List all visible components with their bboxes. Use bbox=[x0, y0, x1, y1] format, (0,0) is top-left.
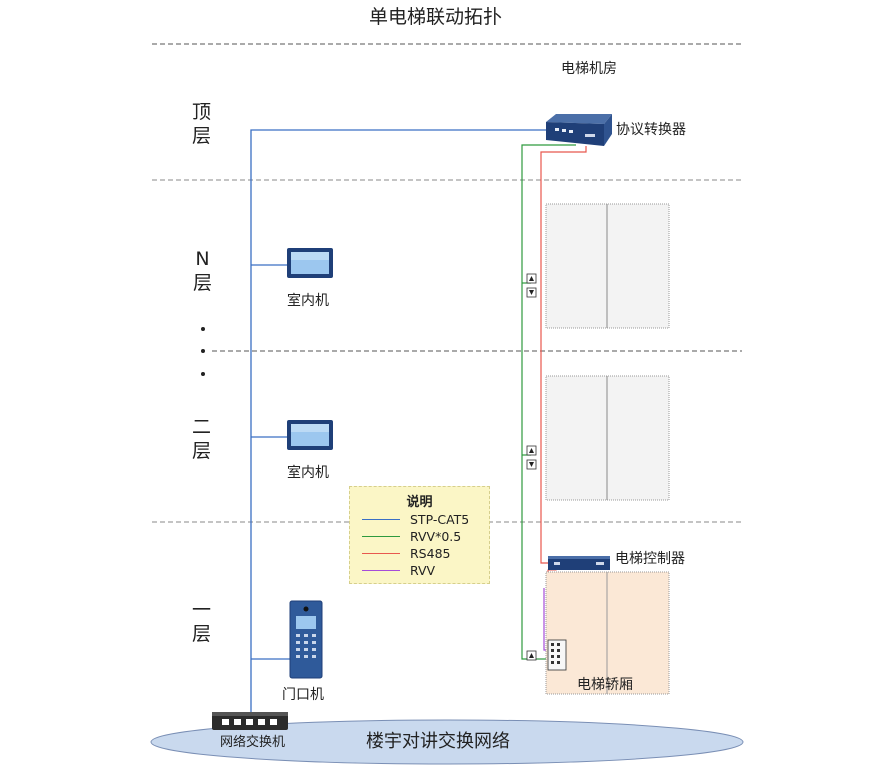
legend-name-rs485: RS485 bbox=[410, 546, 451, 561]
floor-label-second: 二 层 bbox=[192, 416, 211, 464]
protocol-converter-label: 协议转换器 bbox=[616, 122, 686, 138]
wire-rvv05 bbox=[521, 144, 576, 660]
protocol-converter-icon bbox=[546, 114, 612, 146]
elevator-door-n bbox=[545, 203, 670, 329]
floor-top-char2: 层 bbox=[192, 124, 212, 147]
legend-swatch-rs485 bbox=[362, 553, 400, 554]
legend-title: 说明 bbox=[406, 495, 433, 510]
floor-2-char1: 二 bbox=[192, 416, 212, 438]
floor-1-char1: 一 bbox=[192, 599, 212, 621]
legend-name-rvv05: RVV*0.5 bbox=[410, 529, 462, 544]
indoor-unit-2-icon bbox=[287, 420, 333, 450]
diagram-title: 单电梯联动拓扑 bbox=[369, 6, 503, 28]
door-station-label: 门口机 bbox=[282, 687, 324, 703]
machine-room-label: 电梯机房 bbox=[561, 61, 617, 77]
wire-rs485 bbox=[540, 146, 587, 564]
floor-label-first: 一 层 bbox=[192, 599, 211, 647]
floor-n-char1: N bbox=[195, 248, 210, 270]
floor-1-char2: 层 bbox=[192, 622, 212, 645]
ellipsis-dot-3 bbox=[201, 372, 205, 376]
car-keypad-icon bbox=[547, 639, 567, 671]
network-switch-label: 网络交换机 bbox=[220, 735, 286, 750]
legend-item-rvv05: RVV*0.5 bbox=[350, 528, 489, 544]
elevator-door-2 bbox=[545, 375, 670, 501]
ellipsis-dot-2 bbox=[201, 349, 205, 353]
legend-item-rs485: RS485 bbox=[350, 545, 489, 561]
legend-swatch-cat5 bbox=[362, 519, 400, 520]
elevator-controller-label: 电梯控制器 bbox=[615, 551, 685, 567]
call-button-1 bbox=[526, 650, 537, 661]
legend-name-cat5: STP-CAT5 bbox=[410, 512, 470, 527]
call-button-n bbox=[526, 273, 537, 298]
elevator-controller-icon bbox=[548, 556, 610, 570]
legend-name-rvv: RVV bbox=[410, 563, 436, 578]
network-cloud bbox=[150, 719, 744, 765]
ellipsis-dot-1 bbox=[201, 327, 205, 331]
floor-label-top: 顶 层 bbox=[192, 101, 211, 149]
floor-n-char2: 层 bbox=[193, 271, 213, 294]
network-switch-icon bbox=[212, 712, 288, 730]
floor-top-char1: 顶 bbox=[192, 101, 212, 123]
floor-label-n: N 层 bbox=[193, 248, 212, 296]
legend-swatch-rvv bbox=[362, 570, 400, 571]
indoor-unit-n-label: 室内机 bbox=[287, 293, 329, 309]
legend-box: 说明 STP-CAT5 RVV*0.5 RS485 RVV bbox=[349, 486, 490, 584]
call-button-2 bbox=[526, 445, 537, 470]
wire-cat5-backbone bbox=[250, 129, 546, 712]
legend-swatch-rvv05 bbox=[362, 536, 400, 537]
elevator-car-label: 电梯轿厢 bbox=[577, 677, 633, 693]
elevator-car bbox=[545, 571, 670, 695]
legend-item-cat5: STP-CAT5 bbox=[350, 511, 489, 527]
network-label: 楼宇对讲交换网络 bbox=[366, 731, 510, 752]
indoor-unit-n-icon bbox=[287, 248, 333, 278]
legend-item-rvv: RVV bbox=[350, 562, 489, 578]
floor-2-char2: 层 bbox=[192, 439, 212, 462]
door-station-icon bbox=[289, 600, 323, 679]
indoor-unit-2-label: 室内机 bbox=[287, 465, 329, 481]
